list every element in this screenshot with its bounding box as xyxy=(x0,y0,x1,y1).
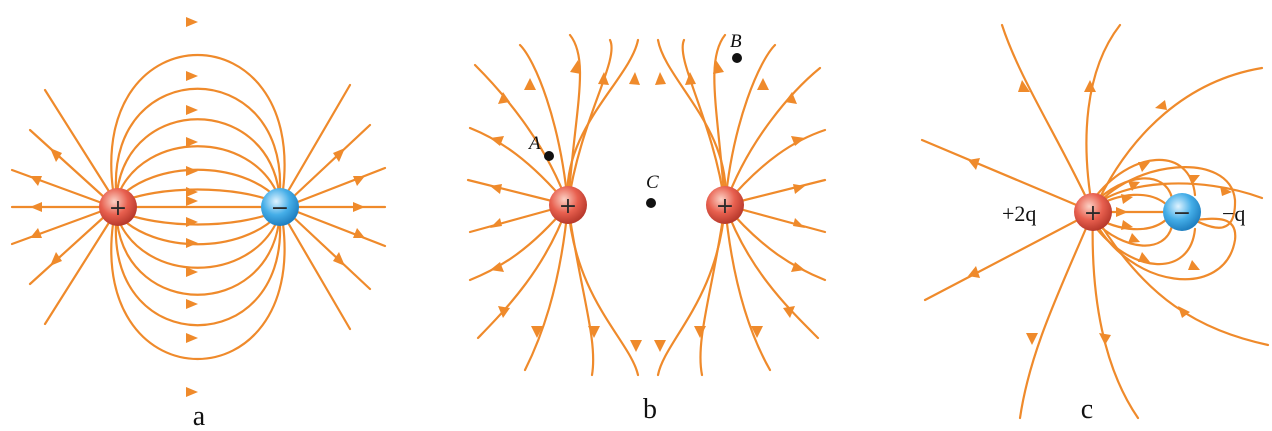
field-lines-c xyxy=(920,23,1270,420)
negative-charge-a xyxy=(261,188,299,226)
point-a-label: A xyxy=(527,133,541,154)
arrows-b xyxy=(490,60,805,352)
positive-charge-a xyxy=(99,188,137,226)
arrows-a xyxy=(30,17,365,397)
point-a-marker xyxy=(544,151,554,161)
charge-sign-b2: + xyxy=(716,194,734,219)
negative-charge-c xyxy=(1163,193,1201,231)
panel-label-b: b xyxy=(643,394,657,425)
panel-c: + − +2q −q c xyxy=(920,23,1270,425)
field-lines-a xyxy=(10,54,387,360)
charge-sign-a1: + xyxy=(109,196,127,221)
arrows-c xyxy=(968,80,1232,345)
charge-sign-c2: − xyxy=(1173,201,1191,226)
panel-a: + − a xyxy=(10,17,387,431)
charge-sign-a2: − xyxy=(271,196,289,221)
charge-sign-b1: + xyxy=(559,194,577,219)
panel-b: + + A B C b xyxy=(466,31,827,425)
point-c-label: C xyxy=(646,172,659,193)
panel-label-a: a xyxy=(193,401,206,431)
charge-label-plus-2q: +2q xyxy=(1002,201,1036,226)
point-b-label: B xyxy=(730,31,742,52)
point-b-marker xyxy=(732,53,742,63)
positive-charge-c xyxy=(1074,193,1112,231)
field-lines-b xyxy=(466,33,827,377)
positive-charge-b1 xyxy=(549,186,587,224)
panel-label-c: c xyxy=(1081,394,1093,425)
point-c-marker xyxy=(646,198,656,208)
charge-label-minus-q: −q xyxy=(1222,201,1245,226)
positive-charge-b2 xyxy=(706,186,744,224)
charge-sign-c1: + xyxy=(1084,201,1102,226)
